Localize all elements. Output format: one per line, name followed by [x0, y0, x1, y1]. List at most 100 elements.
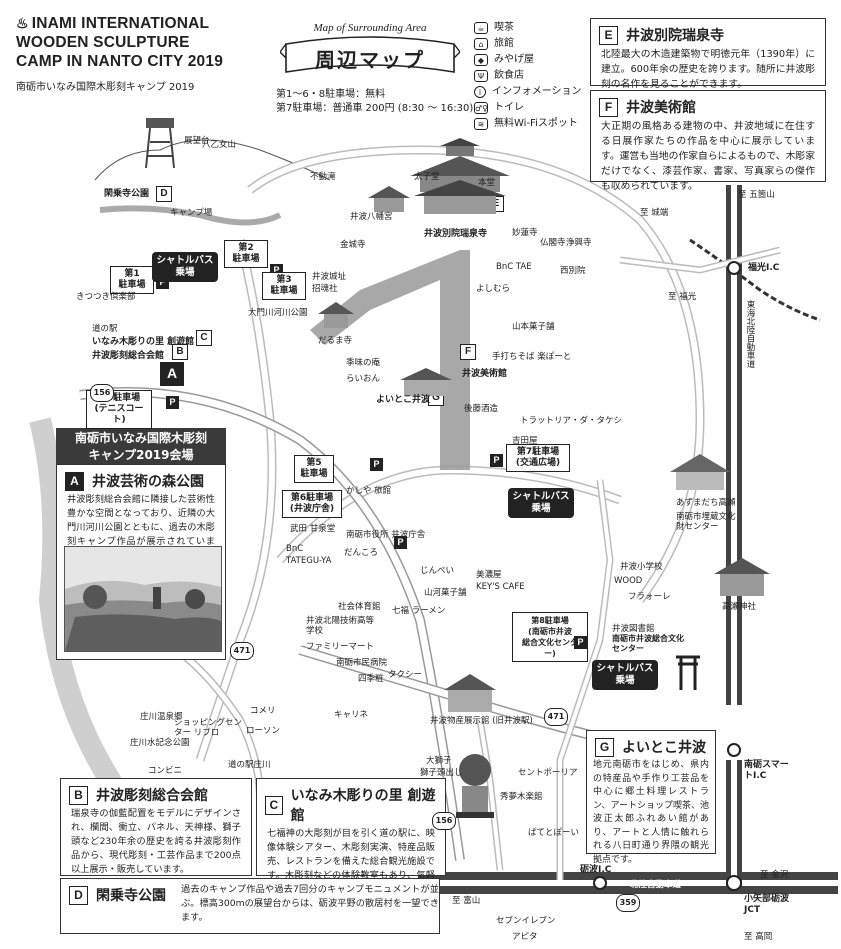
inn-icon: ⌂ — [474, 38, 488, 50]
label-camp: キャンプ場 — [170, 208, 213, 218]
label-inami-library: 井波図書館 — [612, 624, 655, 634]
letter-d-icon: D — [69, 885, 88, 905]
label-hachiman: 井波八幡宮 — [350, 212, 393, 222]
zuisenji-temple-icon — [410, 138, 510, 214]
label-kyurin: 後藤酒造 — [464, 404, 499, 414]
route-471-badge: 471 — [230, 642, 254, 660]
label-daimon-park: 大門川河川公園 — [248, 308, 308, 318]
route-156-badge: 156 — [432, 812, 456, 830]
label-nanto-hospital: 南砺市民病院 — [336, 658, 388, 668]
label-lawson: ローソン — [246, 726, 281, 736]
label-kyarine: キャリネ — [334, 710, 369, 720]
route-156-badge: 156 — [90, 384, 114, 402]
letter-b-icon: B — [69, 785, 88, 805]
label-yoshida: 吉田屋 — [512, 436, 538, 446]
label-taishido: 太子堂 — [414, 172, 440, 182]
parking-6: 第6駐車場(井波庁舎) — [282, 490, 342, 518]
restaurant-icon: Ψ — [474, 70, 488, 82]
takase-shrine-icon — [714, 558, 770, 596]
ribbon-banner-icon — [280, 36, 460, 73]
label-zuisenji: 井波別院瑞泉寺 — [422, 226, 490, 239]
label-koyabe-jct: 小矢部砺波JCT — [744, 894, 790, 915]
label-convenience: コンビニ — [148, 766, 183, 776]
label-teuchi: 手打ちそば 楽ぽーと — [492, 352, 572, 362]
map-title-en: Map of Surrounding Area — [313, 22, 427, 34]
label-observatory: 展望台 — [184, 136, 210, 146]
label-kashiwa: かしや 旅館 — [346, 486, 392, 496]
label-seven-eleven: セブンイレブン — [496, 916, 556, 926]
label-yodan: 四季粧 — [358, 674, 384, 684]
label-trattoria: トラットリア・ダ・タケシ — [520, 416, 623, 426]
label-hondo: 本堂 — [478, 178, 496, 188]
label-chokoku: 井波彫刻総合会館 — [92, 351, 165, 361]
label-jinbe: じんべい — [420, 566, 455, 576]
parking-icon: P — [166, 396, 179, 409]
label-hidemura: 秀夢木楽館 — [500, 792, 543, 802]
marker-c: C — [196, 330, 212, 346]
wifi-icon: ≋ — [474, 118, 488, 130]
hachiman-shrine-icon — [368, 186, 410, 212]
label-myorenji: 妙蓮寺 — [512, 228, 538, 238]
parking-7: 第7駐車場(交通広場) — [506, 444, 570, 472]
parking-fee-info: 第1～6・8駐車場：無料 第7駐車場：普通車 200円 (8:30 ～ 16:3… — [276, 89, 474, 114]
label-michinoeki: 道の駅 — [92, 324, 118, 334]
marker-a: A — [160, 362, 184, 386]
torii-icon — [676, 655, 700, 690]
label-dankoro: だんころ — [344, 548, 379, 558]
marker-d: D — [156, 186, 172, 202]
label-nanto-smart: 南砺スマートI.C — [744, 760, 789, 781]
label-keys-cafe: KEY'S CAFE — [476, 582, 525, 592]
lion-head-statue-icon — [456, 754, 494, 818]
shuttle-bus-stop: シャトルバス乗場 — [152, 252, 218, 282]
label-pattoka: ぱてとぽーい — [528, 828, 580, 838]
parking-icon: P — [574, 636, 587, 649]
label-takase: 高瀬神社 — [722, 602, 757, 612]
label-kinjo: 金城寺 — [340, 240, 366, 250]
letter-c-icon: C — [265, 795, 283, 815]
yokoto-inami-building-icon — [400, 368, 452, 396]
label-raion: らいおん — [346, 374, 381, 384]
map-title-ja: 周辺マップ — [315, 48, 425, 72]
wood-carving-logo-icon: ♨ — [16, 15, 29, 31]
label-inami-elementary: 井波小学校 — [620, 562, 663, 572]
label-tateguya: TATEGU-YA — [286, 556, 332, 566]
route-471-badge: 471 — [544, 708, 568, 726]
event-title-ja: 南砺市いなみ国際木彫刻キャンプ 2019 — [16, 82, 195, 93]
label-inami-castle: 井波城址 — [312, 272, 347, 282]
parking-icon: P — [370, 458, 383, 471]
label-yokoto: よいとこ井波 — [376, 395, 431, 405]
label-to-kanazawa: 至 金沢 — [760, 870, 789, 880]
parking-icon: P — [490, 454, 503, 467]
inami-station-building-icon — [444, 674, 496, 712]
label-family-mart: ファミリーマート — [306, 642, 375, 652]
label-tokai-hokuriku: 東海北陸自動車道 — [745, 300, 755, 368]
label-michinoeki-shogawa: 道の駅庄川 — [228, 760, 271, 770]
label-mino: 美濃屋 — [476, 570, 502, 580]
label-to-takaoka: 至 高岡 — [744, 932, 773, 942]
letter-a-icon: A — [65, 471, 84, 491]
label-shogunzuka: 招魂社 — [312, 284, 338, 294]
label-nanto-museum: 南砺市埋蔵文化財センター — [676, 512, 736, 532]
label-to-gokayama: 至 五箇山 — [738, 190, 775, 200]
cafe-icon: ☕ — [474, 22, 488, 34]
label-inami-nishi: 井波物産展示館 (旧井波駅) — [430, 716, 533, 726]
label-to-toyama: 至 富山 — [452, 896, 481, 906]
label-to-johana: 至 城端 — [640, 208, 669, 218]
information-icon: i — [474, 86, 486, 98]
letter-f-icon: F — [599, 97, 618, 117]
marker-f: F — [460, 344, 476, 360]
shuttle-bus-stop: シャトルバス乗場 — [592, 660, 658, 690]
label-kitsutsuki: きつつき倶楽部 — [76, 292, 136, 302]
label-bijutsukan: 井波美術館 — [462, 369, 508, 379]
letter-e-icon: E — [599, 25, 618, 45]
park-photo — [64, 546, 222, 652]
marker-b: B — [172, 344, 188, 360]
label-kibaya: 季味の庵 — [346, 358, 381, 368]
label-tonami-ic: 砺波I.C — [580, 865, 612, 875]
label-yamakawa: 山河菓子舗 — [424, 588, 467, 598]
